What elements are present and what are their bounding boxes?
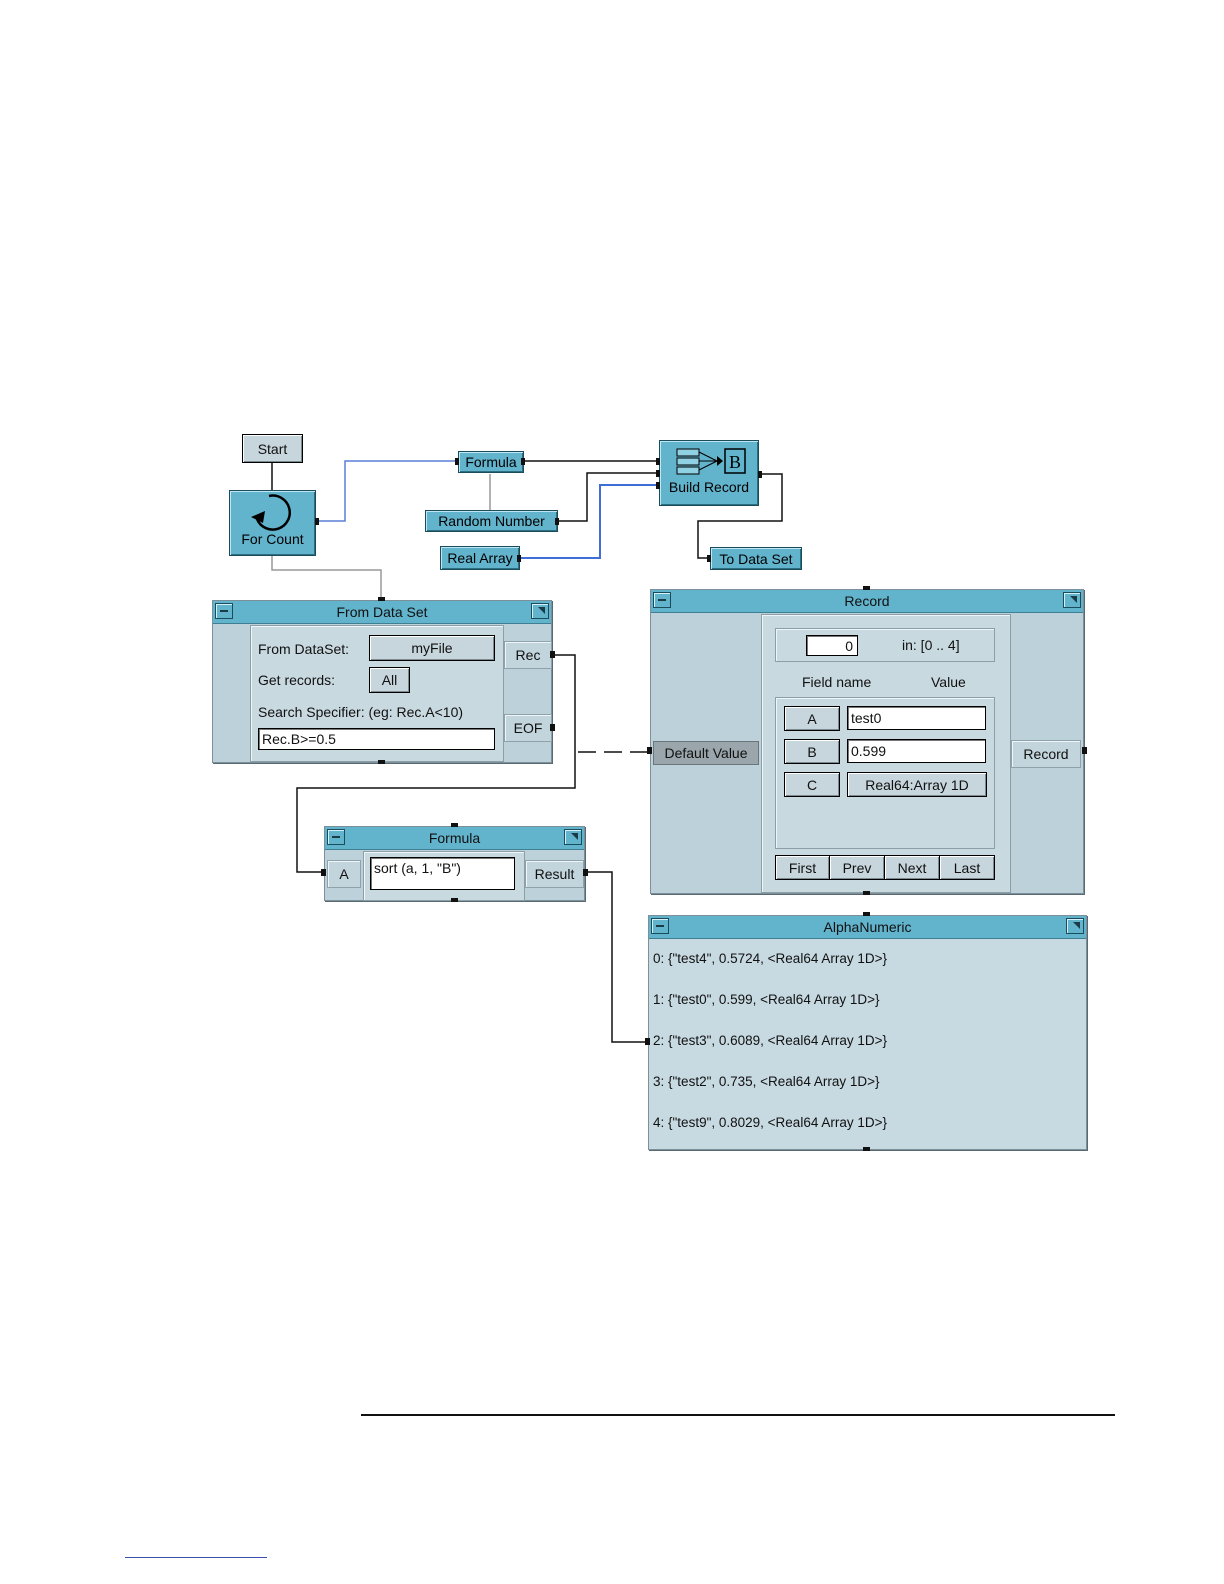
alphanumeric-line: 2: {"test3", 0.6089, <Real64 Array 1D>}: [653, 1033, 887, 1048]
alphanumeric-title: AlphaNumeric: [823, 919, 912, 935]
field-name-header: Field name: [802, 674, 872, 690]
from-dataset-label: From DataSet:: [258, 641, 350, 657]
eof-output-terminal[interactable]: EOF: [504, 714, 552, 742]
formula-icon-object[interactable]: Formula: [458, 451, 524, 473]
alphanumeric-line: 3: {"test2", 0.735, <Real64 Array 1D>}: [653, 1074, 880, 1089]
to-data-set-object[interactable]: To Data Set: [710, 547, 802, 570]
wire-realarray-build: [520, 484, 658, 559]
minimize-icon[interactable]: [651, 918, 669, 934]
first-button[interactable]: First: [775, 855, 830, 880]
minimize-icon[interactable]: [215, 603, 233, 619]
build-record-label: Build Record: [668, 479, 750, 495]
maximize-icon[interactable]: [531, 603, 549, 619]
field-name-button-a[interactable]: A: [784, 706, 840, 731]
get-records-label: Get records:: [258, 672, 336, 688]
file-select-button[interactable]: myFile: [369, 635, 495, 661]
search-specifier-input[interactable]: Rec.B>=0.5: [258, 728, 495, 750]
minimize-icon[interactable]: [327, 829, 345, 845]
for-count-out-pin: [315, 518, 319, 525]
wire-forcount-fromdataset: [271, 556, 382, 600]
from-data-set-title: From Data Set: [336, 604, 428, 620]
formula-input-terminal-a[interactable]: A: [327, 860, 361, 888]
field-value-b[interactable]: 0.599: [847, 739, 986, 763]
result-output-terminal[interactable]: Result: [525, 860, 584, 888]
next-button[interactable]: Next: [884, 855, 940, 880]
minimize-icon[interactable]: [653, 592, 671, 608]
build-record-icon: B: [676, 448, 746, 475]
last-button[interactable]: Last: [939, 855, 995, 880]
for-count-label: For Count: [241, 531, 304, 547]
record-output-terminal[interactable]: Record: [1011, 740, 1081, 768]
record-range-label: in: [0 .. 4]: [902, 637, 960, 653]
random-number-object[interactable]: Random Number: [425, 510, 558, 532]
svg-text:B: B: [729, 452, 741, 472]
maximize-icon[interactable]: [564, 829, 582, 845]
real-array-object[interactable]: Real Array: [440, 546, 520, 570]
alphanumeric-line: 0: {"test4", 0.5724, <Real64 Array 1D>}: [653, 951, 887, 966]
field-name-button-c[interactable]: C: [784, 772, 840, 797]
wire-random-build: [558, 472, 658, 522]
maximize-icon[interactable]: [1066, 918, 1084, 934]
maximize-icon[interactable]: [1063, 592, 1081, 608]
record-window: Record Default Value 0 in: [0 .. 4] Fiel…: [650, 589, 1084, 894]
footer-link-underline: [125, 1557, 267, 1558]
wire-build-todataset: [697, 473, 783, 559]
wire-forcount-formula: [316, 460, 456, 522]
prev-button[interactable]: Prev: [829, 855, 885, 880]
alphanumeric-display: 0: {"test4", 0.5724, <Real64 Array 1D>} …: [649, 939, 1086, 1149]
get-records-button[interactable]: All: [369, 667, 410, 693]
formula-titlebar[interactable]: Formula: [325, 827, 584, 850]
wire-result-alphanumeric: [586, 871, 648, 1043]
alphanumeric-line: 1: {"test0", 0.599, <Real64 Array 1D>}: [653, 992, 880, 1007]
rec-output-terminal[interactable]: Rec: [504, 641, 552, 669]
record-index-group: 0 in: [0 .. 4]: [775, 628, 995, 662]
formula-window: Formula A sort (a, 1, "B") Result: [324, 826, 585, 901]
build-record-object[interactable]: B Build Record: [659, 440, 759, 506]
from-data-set-window: From Data Set From DataSet: myFile Get r…: [212, 600, 552, 763]
loop-arrow-icon: [250, 494, 291, 531]
wire-rec-formula: [296, 654, 576, 873]
record-title: Record: [844, 593, 890, 609]
from-data-set-titlebar[interactable]: From Data Set: [213, 601, 551, 624]
formula-title: Formula: [428, 830, 481, 846]
for-count-object[interactable]: For Count: [229, 490, 316, 556]
from-data-set-panel: From DataSet: myFile Get records: All Se…: [250, 625, 504, 762]
formula-expression-input[interactable]: sort (a, 1, "B"): [370, 857, 515, 890]
alphanumeric-titlebar[interactable]: AlphaNumeric: [649, 916, 1086, 939]
field-value-c-button[interactable]: Real64:Array 1D: [847, 772, 987, 797]
alphanumeric-line: 4: {"test9", 0.8029, <Real64 Array 1D>}: [653, 1115, 887, 1130]
default-value-terminal[interactable]: Default Value: [653, 741, 759, 765]
record-index-input[interactable]: 0: [806, 635, 858, 656]
alphanumeric-window: AlphaNumeric 0: {"test4", 0.5724, <Real6…: [648, 915, 1087, 1150]
footer-rule: [361, 1414, 1115, 1416]
formula-panel: sort (a, 1, "B"): [363, 851, 525, 901]
value-header: Value: [931, 674, 966, 690]
field-value-a[interactable]: test0: [847, 706, 986, 730]
search-specifier-label: Search Specifier: (eg: Rec.A<10): [258, 704, 464, 720]
record-titlebar[interactable]: Record: [651, 590, 1083, 613]
record-fields-group: A test0 B 0.599 C Real64:Array 1D: [775, 697, 995, 849]
field-name-button-b[interactable]: B: [784, 739, 840, 764]
record-panel: 0 in: [0 .. 4] Field name Value A test0 …: [761, 614, 1011, 893]
start-button[interactable]: Start: [242, 434, 303, 463]
